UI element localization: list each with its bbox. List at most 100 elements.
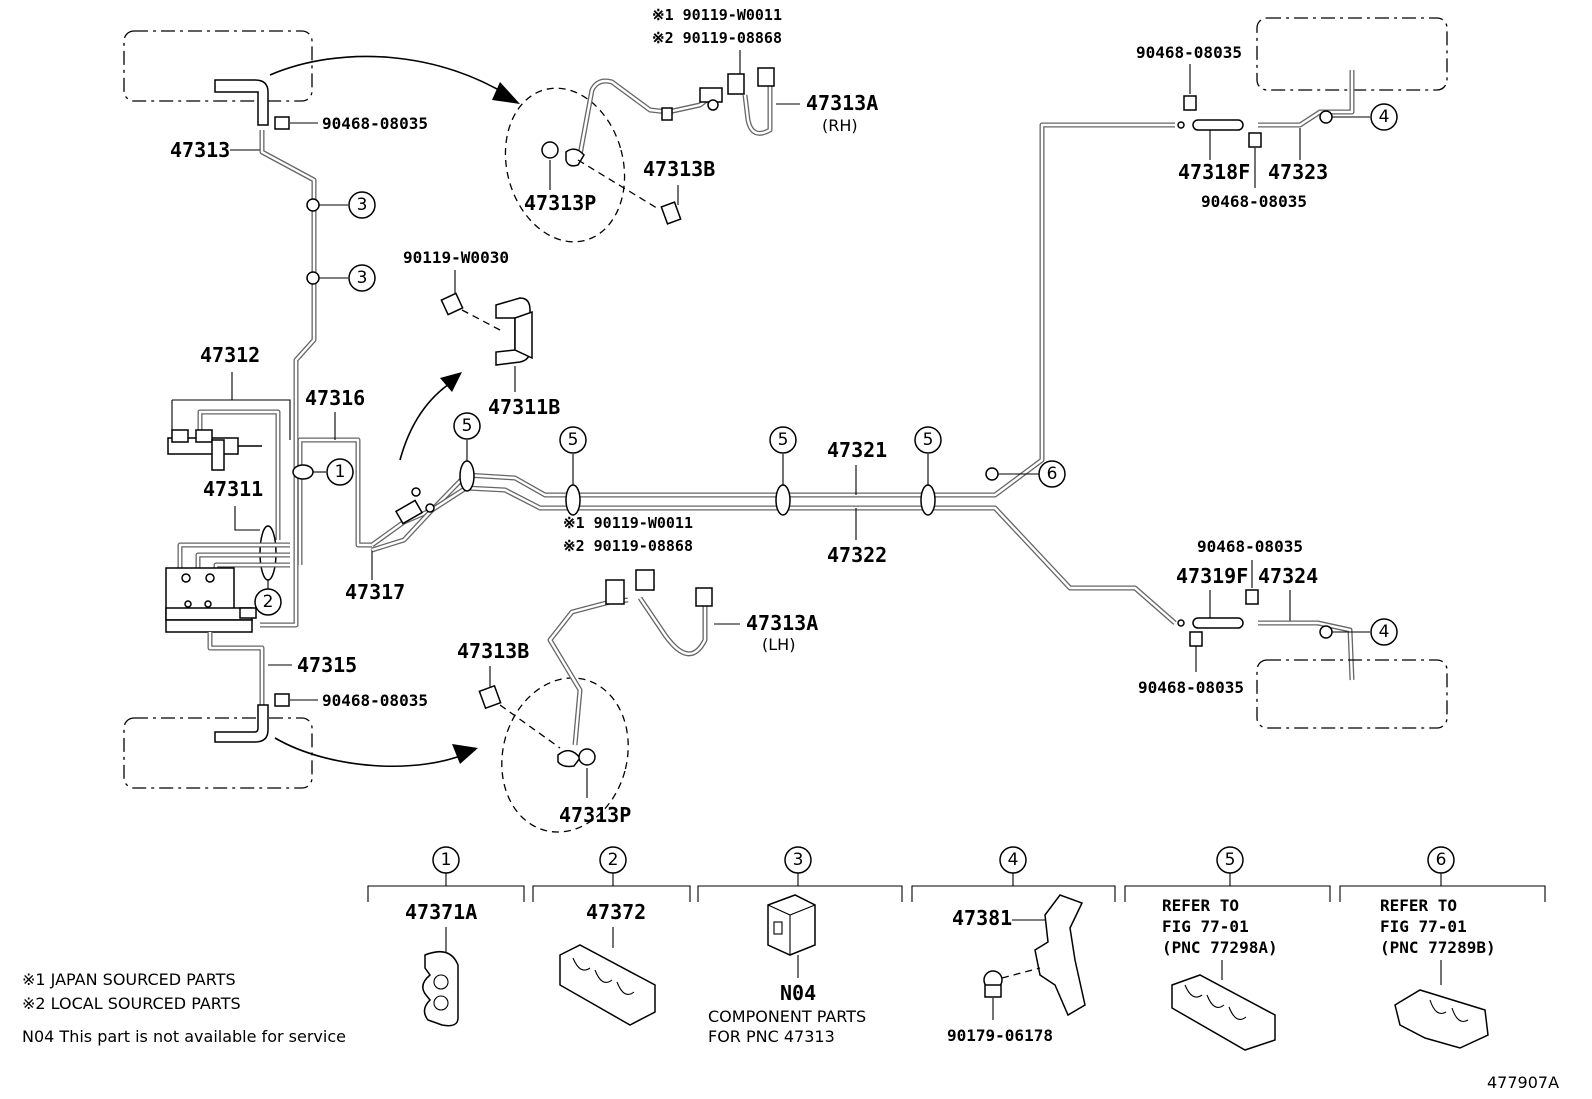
label-47322: 47322 <box>827 543 887 567</box>
svg-text:4: 4 <box>1008 850 1019 870</box>
bracket-arrow <box>399 379 456 461</box>
svg-text:5: 5 <box>568 430 579 450</box>
callout-1 <box>326 458 354 486</box>
clamp-47372-icon <box>559 944 656 1026</box>
label-90468-08035-tr-top: 90468-08035 <box>1136 43 1242 62</box>
rear-right-wheel-area-box <box>1256 659 1448 729</box>
svg-text:1: 1 <box>441 850 452 870</box>
legend-desc-2: FOR PNC 47313 <box>708 1027 835 1046</box>
label-47313A-lh: 47313A <box>746 611 818 635</box>
callout-5-b <box>559 426 587 454</box>
legend-part-N04: N04 <box>780 981 816 1005</box>
bolt-top-2 <box>757 67 775 87</box>
caliper-area-top <box>504 87 626 243</box>
svg-text:5: 5 <box>923 430 934 450</box>
svg-text:5: 5 <box>462 416 473 436</box>
label-47319F: 47319F <box>1176 564 1248 588</box>
legend-ref-5-2: FIG 77-01 <box>1162 917 1249 936</box>
mid-note-1: ※1 90119-W0011 <box>563 514 693 532</box>
caliper-area-bottom <box>501 677 629 833</box>
label-47312: 47312 <box>200 343 260 367</box>
callout-4-bottom <box>1370 618 1398 646</box>
lower-hose-end <box>214 704 269 743</box>
bolt-47313B-bottom <box>478 684 502 710</box>
clamp-N04-icon <box>767 894 816 956</box>
svg-text:1: 1 <box>335 462 346 482</box>
callout-3-lower <box>348 264 376 292</box>
label-90468-08035-br-top: 90468-08035 <box>1197 537 1303 556</box>
label-rh: (RH) <box>822 116 858 135</box>
legend-panel-5: 5 REFER TO FIG 77-01 (PNC 77298A) <box>1124 846 1331 1051</box>
label-47317: 47317 <box>345 580 405 604</box>
label-47315: 47315 <box>297 653 357 677</box>
lower-clip-icon <box>274 693 290 707</box>
label-47313P-bottom: 47313P <box>559 803 631 827</box>
legend-part-90179-06178: 90179-06178 <box>947 1026 1053 1045</box>
legend-part-47381: 47381 <box>952 906 1012 930</box>
callout-3-upper <box>348 191 376 219</box>
bolt-top-1 <box>727 73 745 95</box>
clamp-point-3-lower <box>306 271 320 285</box>
bolt-47313B-top <box>660 201 682 225</box>
svg-text:5: 5 <box>778 430 789 450</box>
legend-desc-1: COMPONENT PARTS <box>708 1007 866 1026</box>
legend-panel-3: 3 N04 COMPONENT PARTS FOR PNC 47313 <box>697 846 903 1046</box>
note-japan-sourced: ※1 JAPAN SOURCED PARTS <box>22 970 236 989</box>
callout-5-c <box>769 426 797 454</box>
label-90468-08035-upper: 90468-08035 <box>322 114 428 133</box>
label-90119-W0030: 90119-W0030 <box>403 248 509 267</box>
mid-note-2: ※2 90119-08868 <box>563 537 693 555</box>
label-90468-08035-tr-bottom: 90468-08035 <box>1201 192 1307 211</box>
clamp-5-c <box>775 484 791 516</box>
label-47323: 47323 <box>1268 160 1328 184</box>
legend-part-47372: 47372 <box>586 900 646 924</box>
svg-text:5: 5 <box>1225 850 1236 870</box>
label-47324: 47324 <box>1258 564 1318 588</box>
bolt-bottom-1 <box>605 579 625 605</box>
legend-panel-6: 6 REFER TO FIG 77-01 (PNC 77289B) <box>1339 846 1546 1049</box>
legend-panel-4: 4 47381 90179-06178 <box>911 846 1116 1045</box>
legend-ref-5-1: REFER TO <box>1162 896 1239 915</box>
pipe-junction-block <box>394 499 424 525</box>
callout-4-top <box>1370 103 1398 131</box>
svg-text:3: 3 <box>793 850 804 870</box>
tr-clip-top-icon <box>1183 95 1197 111</box>
upper-hose-end <box>214 79 269 126</box>
label-47318F: 47318F <box>1178 160 1250 184</box>
label-47313P-top: 47313P <box>524 191 596 215</box>
svg-text:4: 4 <box>1379 107 1390 127</box>
svg-text:2: 2 <box>263 592 274 612</box>
clamp-5-d <box>920 484 936 516</box>
hose-47318F <box>1192 119 1244 131</box>
label-47311B: 47311B <box>488 395 560 419</box>
legend-ref-6-3: (PNC 77289B) <box>1380 938 1496 957</box>
legend-ref-5-3: (PNC 77298A) <box>1162 938 1278 957</box>
hose-47319F <box>1192 617 1244 629</box>
front-right-wheel-area-box <box>123 717 313 789</box>
clamp-5-b <box>565 484 581 516</box>
label-90468-08035-lower: 90468-08035 <box>322 691 428 710</box>
upper-arrow <box>269 55 516 101</box>
top-note-2: ※2 90119-08868 <box>652 29 782 47</box>
note-n04-not-available: N04 This part is not available for servi… <box>22 1027 346 1046</box>
legend-panel-1: 1 47371A <box>367 846 525 1027</box>
br-clip-top-icon <box>1245 589 1259 605</box>
label-47316: 47316 <box>305 386 365 410</box>
label-47321: 47321 <box>827 438 887 462</box>
legend-ref-6-1: REFER TO <box>1380 896 1457 915</box>
callout-2 <box>254 588 282 616</box>
note-local-sourced: ※2 LOCAL SOURCED PARTS <box>22 994 241 1013</box>
label-90468-08035-br-bottom: 90468-08035 <box>1138 678 1244 697</box>
br-clip-bottom-icon <box>1189 631 1203 647</box>
label-47313B-top: 47313B <box>643 157 715 181</box>
callout-5-a <box>453 412 481 440</box>
bolt-bottom-3 <box>695 587 713 607</box>
tr-clip-bottom-icon <box>1248 132 1262 148</box>
svg-text:2: 2 <box>608 850 619 870</box>
clamp-1 <box>292 464 314 480</box>
svg-text:3: 3 <box>357 195 368 215</box>
upper-arrow-head <box>492 82 520 104</box>
clamp-5-a <box>459 460 475 492</box>
label-47313: 47313 <box>170 138 230 162</box>
